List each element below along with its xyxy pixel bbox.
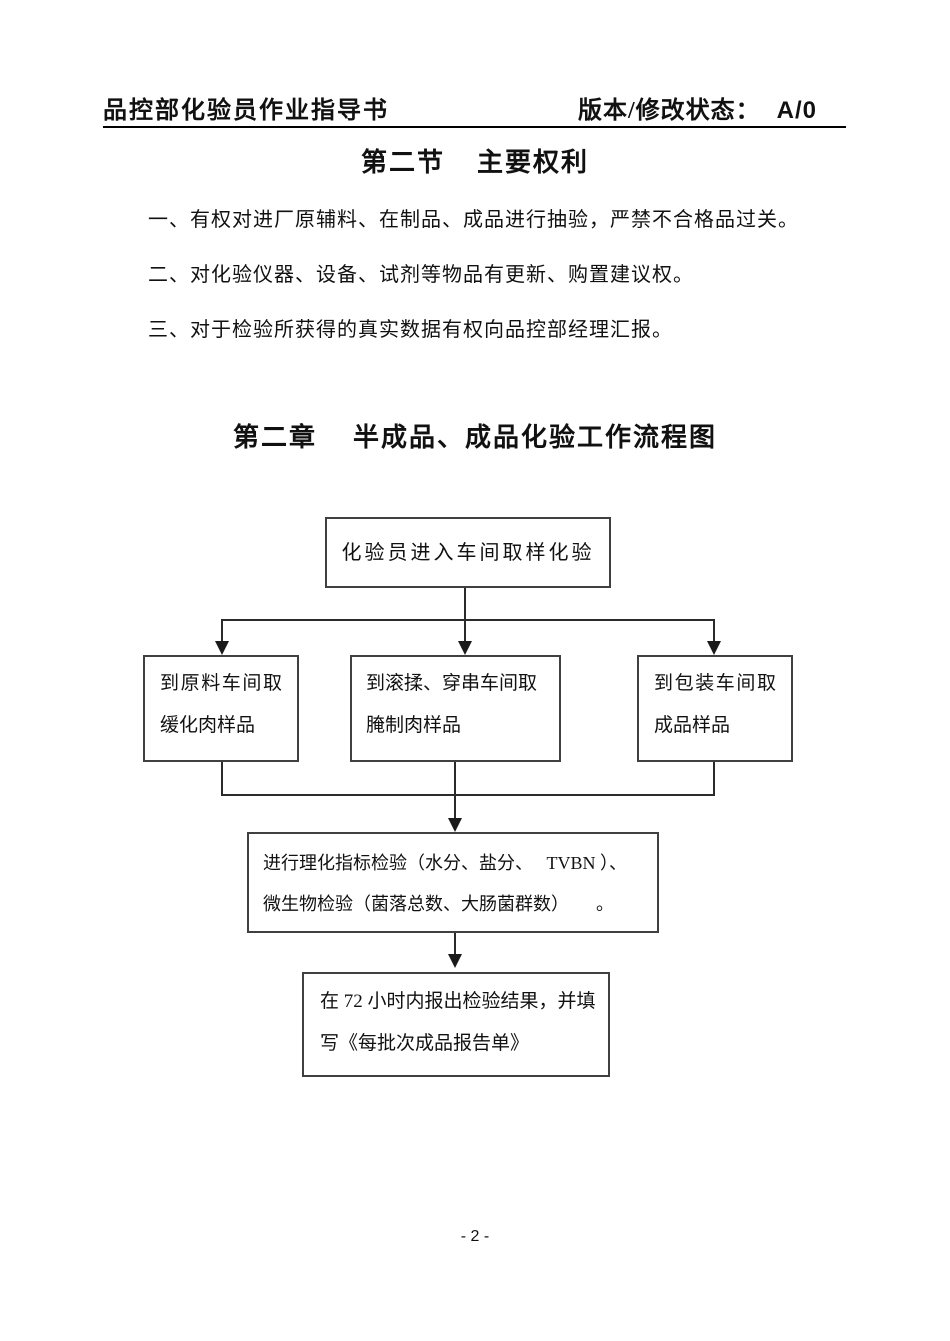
flow-box-line: 腌制肉样品 bbox=[366, 715, 462, 736]
section-name: 主要权利 bbox=[477, 148, 590, 177]
chapter-number: 第二章 bbox=[232, 423, 317, 452]
chapter-title: 第二章 半成品、成品化验工作流程图 bbox=[0, 417, 950, 454]
flow-box-line: 写《每批次成品报告单》 bbox=[320, 1033, 530, 1054]
page-number: - 2 - bbox=[460, 1228, 490, 1245]
list-item-3: 三、对于检验所获得的真实数据有权向品控部经理汇报。 bbox=[148, 319, 673, 341]
flow-box-line: 进行理化指标检验（水分、盐分、 TVBN ）、 bbox=[263, 853, 627, 873]
arrowhead-report-box bbox=[448, 954, 462, 968]
flow-box-report: 在 72 小时内报出检验结果，并填 写《每批次成品报告单》 bbox=[302, 972, 610, 1077]
section-number: 第二节 bbox=[360, 148, 445, 177]
flow-box-sampling: 化验员进入车间取样化验 bbox=[325, 517, 611, 588]
header-rule bbox=[103, 126, 846, 128]
version-value: A/0 bbox=[776, 97, 818, 124]
chapter-name: 半成品、成品化验工作流程图 bbox=[353, 423, 718, 452]
arrowhead-analysis-box bbox=[448, 818, 462, 832]
flow-box-packaging: 到包装车间取 成品样品 bbox=[637, 655, 793, 762]
header-version-status: 版本/修改状态： A/0 bbox=[578, 90, 817, 125]
flow-box-line: 成品样品 bbox=[654, 715, 731, 736]
flow-box-line: 缓化肉样品 bbox=[160, 715, 256, 736]
version-label: 版本/修改状态： bbox=[578, 98, 761, 124]
arrowhead-middle-box bbox=[458, 641, 472, 655]
flow-box-tumbling-skewering: 到滚揉、穿串车间取 腌制肉样品 bbox=[350, 655, 561, 762]
flow-box-raw-material: 到原料车间取 缓化肉样品 bbox=[143, 655, 299, 762]
arrowhead-right-box bbox=[707, 641, 721, 655]
list-item-2: 二、对化验仪器、设备、试剂等物品有更新、购置建议权。 bbox=[148, 264, 694, 286]
flow-box-analysis: 进行理化指标检验（水分、盐分、 TVBN ）、 微生物检验（菌落总数、大肠菌群数… bbox=[247, 832, 659, 933]
list-item-1: 一、有权对进厂原辅料、在制品、成品进行抽验，严禁不合格品过关。 bbox=[148, 209, 799, 231]
header-doc-title: 品控部化验员作业指导书 bbox=[103, 98, 389, 124]
arrowhead-left-box bbox=[215, 641, 229, 655]
flow-box-line: 到原料车间取 bbox=[160, 673, 282, 694]
section-title: 第二节 主要权利 bbox=[0, 142, 950, 179]
flow-box-line: 微生物检验（菌落总数、大肠菌群数） 。 bbox=[263, 894, 614, 914]
flow-box-line: 到滚揉、穿串车间取 bbox=[366, 673, 538, 694]
flow-box-line: 在 72 小时内报出检验结果，并填 bbox=[320, 991, 596, 1012]
flow-box-line: 到包装车间取 bbox=[654, 673, 776, 694]
